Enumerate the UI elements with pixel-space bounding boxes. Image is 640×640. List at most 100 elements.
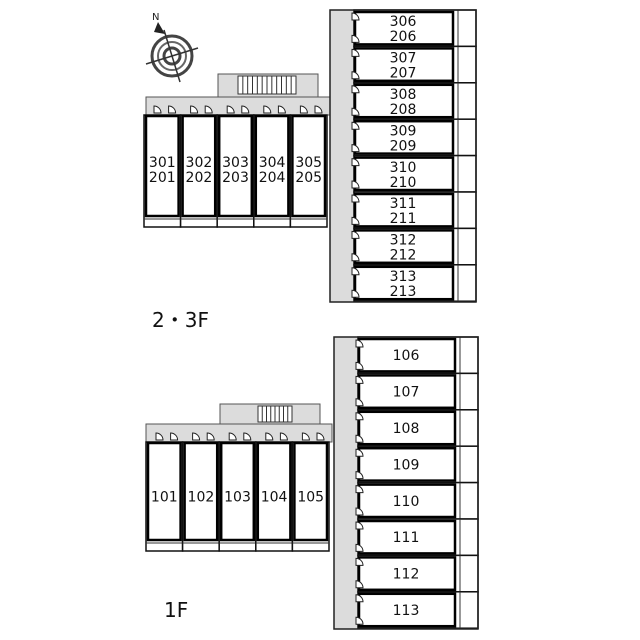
unit-number: 212: [390, 248, 417, 264]
door-icon: [265, 432, 274, 441]
door-icon: [351, 107, 360, 116]
compass-icon: N: [145, 12, 199, 83]
unit-number: 307: [390, 51, 417, 67]
door-icon: [351, 267, 360, 276]
unit-number: 211: [390, 211, 417, 227]
door-icon: [351, 216, 360, 225]
unit-number: 308: [390, 87, 417, 103]
unit-number: 108: [393, 421, 420, 437]
door-icon: [351, 180, 360, 189]
door-icon: [355, 616, 364, 625]
unit-number: 310: [390, 160, 417, 176]
door-icon: [355, 434, 364, 443]
lower-column-unit: 111: [355, 518, 479, 557]
door-icon: [170, 432, 179, 441]
unit-number: 312: [390, 233, 417, 249]
unit-number: 305: [295, 155, 322, 171]
door-icon: [226, 105, 235, 114]
door-icon: [355, 521, 364, 530]
door-icon: [351, 12, 360, 21]
door-icon: [355, 412, 364, 421]
unit-number: 301: [149, 155, 176, 171]
compass-north-label: N: [152, 12, 159, 23]
door-icon: [355, 485, 364, 494]
lower-row-unit: 101: [145, 432, 184, 552]
door-icon: [299, 105, 308, 114]
unit-number: 213: [390, 284, 417, 300]
unit-number: 205: [295, 170, 322, 186]
unit-number: 304: [259, 155, 286, 171]
unit-number: 101: [151, 490, 178, 506]
unit-number: 207: [390, 66, 417, 82]
upper-stairs: [237, 75, 297, 95]
lower-column-unit: 112: [355, 554, 479, 593]
unit-number: 313: [390, 269, 417, 285]
door-icon: [192, 432, 201, 441]
door-icon: [351, 85, 360, 94]
upper-floor-label: 2・3F: [152, 308, 209, 332]
door-icon: [263, 105, 272, 114]
door-icon: [241, 105, 250, 114]
lower-row-unit: 104: [255, 432, 294, 552]
door-icon: [351, 253, 360, 262]
door-icon: [351, 71, 360, 80]
lower-column-unit: 110: [355, 481, 479, 520]
door-icon: [155, 432, 164, 441]
unit-number: 106: [393, 348, 420, 364]
lower-row-unit: 105: [291, 432, 330, 552]
door-icon: [355, 594, 364, 603]
lower-floor-label: 1F: [164, 598, 188, 622]
door-icon: [355, 543, 364, 552]
upper-column-frame: [329, 9, 477, 303]
door-icon: [351, 194, 360, 203]
door-icon: [351, 289, 360, 298]
door-icon: [228, 432, 237, 441]
unit-number: 110: [393, 494, 420, 510]
door-icon: [277, 105, 286, 114]
lower-column-unit: 107: [355, 372, 479, 411]
door-icon: [351, 121, 360, 130]
door-icon: [355, 339, 364, 348]
door-icon: [355, 580, 364, 589]
unit-number: 208: [390, 102, 417, 118]
unit-number: 309: [390, 123, 417, 139]
door-icon: [314, 105, 323, 114]
unit-number: 206: [390, 29, 417, 45]
door-icon: [355, 557, 364, 566]
unit-number: 109: [393, 457, 420, 473]
unit-number: 201: [149, 170, 176, 186]
door-icon: [351, 230, 360, 239]
door-icon: [355, 471, 364, 480]
door-icon: [301, 432, 310, 441]
unit-number: 102: [188, 490, 215, 506]
door-icon: [204, 105, 213, 114]
unit-number: 104: [261, 490, 288, 506]
door-icon: [153, 105, 162, 114]
door-icon: [168, 105, 177, 114]
door-icon: [190, 105, 199, 114]
door-icon: [355, 507, 364, 516]
unit-number: 113: [393, 603, 420, 619]
unit-number: 210: [390, 175, 417, 191]
unit-number: 311: [390, 196, 417, 212]
lower-column-unit: 106: [355, 336, 479, 375]
lower-column-unit: 108: [355, 409, 479, 447]
lower-stairs: [257, 405, 293, 423]
door-icon: [351, 144, 360, 153]
door-icon: [279, 432, 288, 441]
unit-number: 203: [222, 170, 249, 186]
door-icon: [351, 48, 360, 57]
unit-number: 204: [259, 170, 286, 186]
door-icon: [355, 361, 364, 370]
